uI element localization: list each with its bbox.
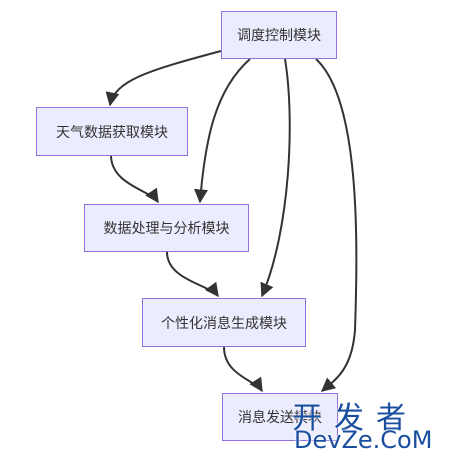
edge-generate-send	[223, 346, 263, 393]
edge-weather-analysis	[110, 155, 159, 204]
node-message-send: 消息发送模块	[222, 393, 338, 441]
edge-scheduler-analysis	[194, 58, 251, 204]
node-data-analysis: 数据处理与分析模块	[84, 204, 249, 252]
node-scheduler: 调度控制模块	[221, 11, 337, 59]
node-message-generate: 个性化消息生成模块	[142, 298, 306, 347]
watermark-text: 开发者	[292, 401, 418, 436]
node-weather-fetch: 天气数据获取模块	[36, 107, 188, 156]
edge-analysis-generate	[166, 251, 219, 298]
edge-scheduler-weather	[105, 50, 222, 107]
watermark-domain: DevZe.CoM	[294, 426, 433, 454]
edge-scheduler-generate	[260, 58, 291, 298]
edge-scheduler-send	[315, 58, 358, 392]
